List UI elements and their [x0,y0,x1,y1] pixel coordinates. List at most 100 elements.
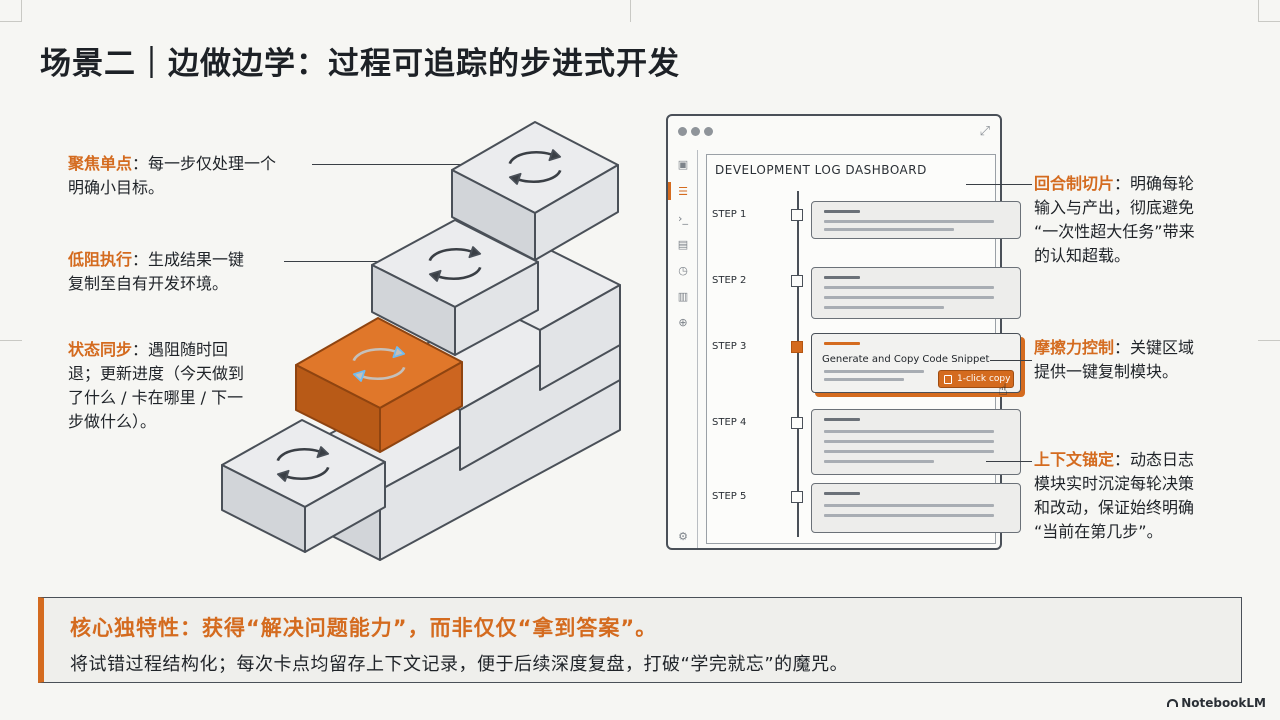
leader-line [990,360,1032,361]
text-placeholder [824,514,994,517]
step-marker [791,491,803,503]
notebooklm-logo-icon [1167,699,1179,707]
annotation-line: 动态日志 [1130,450,1195,469]
text-placeholder [824,378,904,381]
annotation-line: “一次性超大任务”带来 [1034,222,1195,241]
leader-line [312,164,462,165]
annotation-line: 每一步仅处理一个 [148,154,277,173]
clock-icon[interactable]: ◷ [678,264,688,277]
annotation-line: 提供一键复制模块。 [1034,362,1179,381]
annotation-line: 退；更新进度（今天做到 [68,364,245,383]
annotation-line: 复制至自有开发环境。 [68,274,229,293]
pointer-cursor-icon: ☝ [998,380,1008,399]
annotation-line: 和改动，保证始终明确 [1034,498,1195,517]
step-marker [791,417,803,429]
step-marker [791,209,803,221]
step-card[interactable] [811,267,1021,319]
window-titlebar: ⤢ [668,116,1000,150]
annotation-line: 模块实时沉淀每轮决策 [1034,474,1195,493]
annotation-line: 了什么 / 卡在哪里 / 下一 [68,388,244,407]
annotation-line: 输入与产出，彻底避免 [1034,198,1195,217]
crop-mark [1258,0,1280,22]
annotation-line: 的认知超载。 [1034,246,1131,265]
step-block-active [295,317,463,453]
step-card[interactable] [811,483,1021,533]
annotation-line: 明确小目标。 [68,178,165,197]
annotation-sync: 状态同步：遇阻随时回 退；更新进度（今天做到 了什么 / 卡在哪里 / 下一 步… [68,338,288,434]
expand-icon[interactable]: ⤢ [979,124,990,139]
annotation-line: 遇阻随时回 [148,340,229,359]
step-label: STEP 4 [712,417,747,428]
window-dot-icon [704,127,713,136]
step-card[interactable] [811,201,1021,239]
annotation-line: 生成结果一键 [148,250,245,269]
leader-line [986,461,1032,462]
chart-icon[interactable]: ▥ [677,290,689,303]
text-placeholder [824,370,924,373]
core-uniqueness-callout: 核心独特性：获得“解决问题能力”，而非仅仅“拿到答案”。 将试错过程结构化；每次… [38,597,1242,683]
annotation-low-friction: 低阻执行：生成结果一键 复制至自有开发环境。 [68,248,298,296]
core-body: 将试错过程结构化；每次卡点均留存上下文记录，便于后续深度复盘，打破“学完就忘”的… [70,654,849,675]
dashboard-title: DEVELOPMENT LOG DASHBOARD [715,163,927,177]
step-marker [791,275,803,287]
step-block-3 [371,219,539,356]
annotation-key: 低阻执行 [68,250,133,269]
text-placeholder [824,296,994,299]
copy-icon [944,375,952,384]
leader-line [284,261,384,262]
brand-label: NotebookLM [1181,696,1266,710]
text-placeholder [824,440,994,443]
step-label: STEP 3 [712,341,747,352]
text-placeholder [824,460,934,463]
table-icon[interactable]: ▤ [677,238,689,251]
timeline-line [797,191,799,537]
core-headline: 核心独特性：获得“解决问题能力”，而非仅仅“拿到答案”。 [70,616,658,640]
text-placeholder [824,430,994,433]
annotation-friction-control: 摩擦力控制：关键区域 提供一键复制模块。 [1034,336,1254,384]
annotation-line: 明确每轮 [1130,174,1195,193]
text-placeholder [824,450,994,453]
dashboard-sidebar: ▣ ☰ ›_ ▤ ◷ ▥ ⊕ ⚙ [668,150,698,548]
text-placeholder [824,492,860,495]
window-dot-icon [678,127,687,136]
step-label: STEP 1 [712,209,747,220]
step-card-active[interactable]: Generate and Copy Code Snippet 1-click c… [811,333,1021,399]
one-click-copy-button[interactable]: 1-click copy [938,370,1014,388]
crop-mark [1258,340,1280,362]
page-title: 场景二｜边做边学：过程可追踪的步进式开发 [40,46,680,82]
crop-mark [0,0,22,22]
notebooklm-watermark: NotebookLM [1167,696,1266,710]
annotation-separator: ： [132,340,149,359]
terminal-icon[interactable]: ›_ [678,212,688,225]
annotation-line: 关键区域 [1130,338,1195,357]
annotation-key: 回合制切片 [1034,174,1115,193]
settings-icon[interactable]: ⊕ [678,316,688,329]
text-placeholder [824,276,860,279]
active-indicator [668,182,671,200]
annotation-context-anchor: 上下文锚定：动态日志 模块实时沉淀每轮决策 和改动，保证始终明确 “当前在第几步… [1034,448,1254,544]
text-placeholder [824,306,944,309]
text-placeholder [824,418,860,421]
annotation-line: “当前在第几步”。 [1034,522,1163,541]
crop-mark [0,340,22,362]
step-block-4 [451,121,619,261]
annotation-separator: ： [132,250,149,269]
window-dot-icon [691,127,700,136]
annotation-focus: 聚焦单点：每一步仅处理一个 明确小目标。 [68,152,318,200]
copy-button-label: 1-click copy [957,374,1011,384]
logo-icon[interactable]: ▣ [677,158,689,171]
step-card[interactable] [811,409,1021,475]
text-placeholder [824,220,994,223]
gear-icon[interactable]: ⚙ [678,530,688,543]
list-icon[interactable]: ☰ [678,185,688,198]
annotation-key: 聚焦单点 [68,154,133,173]
annotation-key: 摩擦力控制 [1034,338,1115,357]
text-placeholder [824,210,860,213]
crop-mark [630,0,652,22]
dashboard-panel: DEVELOPMENT LOG DASHBOARD STEP 1 STEP 2 … [706,154,1021,544]
development-log-window: ⤢ ▣ ☰ ›_ ▤ ◷ ▥ ⊕ ⚙ DEVELOPMENT LOG DASHB… [666,114,1021,550]
text-placeholder [824,504,994,507]
step-block-1 [221,419,386,553]
annotation-separator: ： [1114,174,1131,193]
